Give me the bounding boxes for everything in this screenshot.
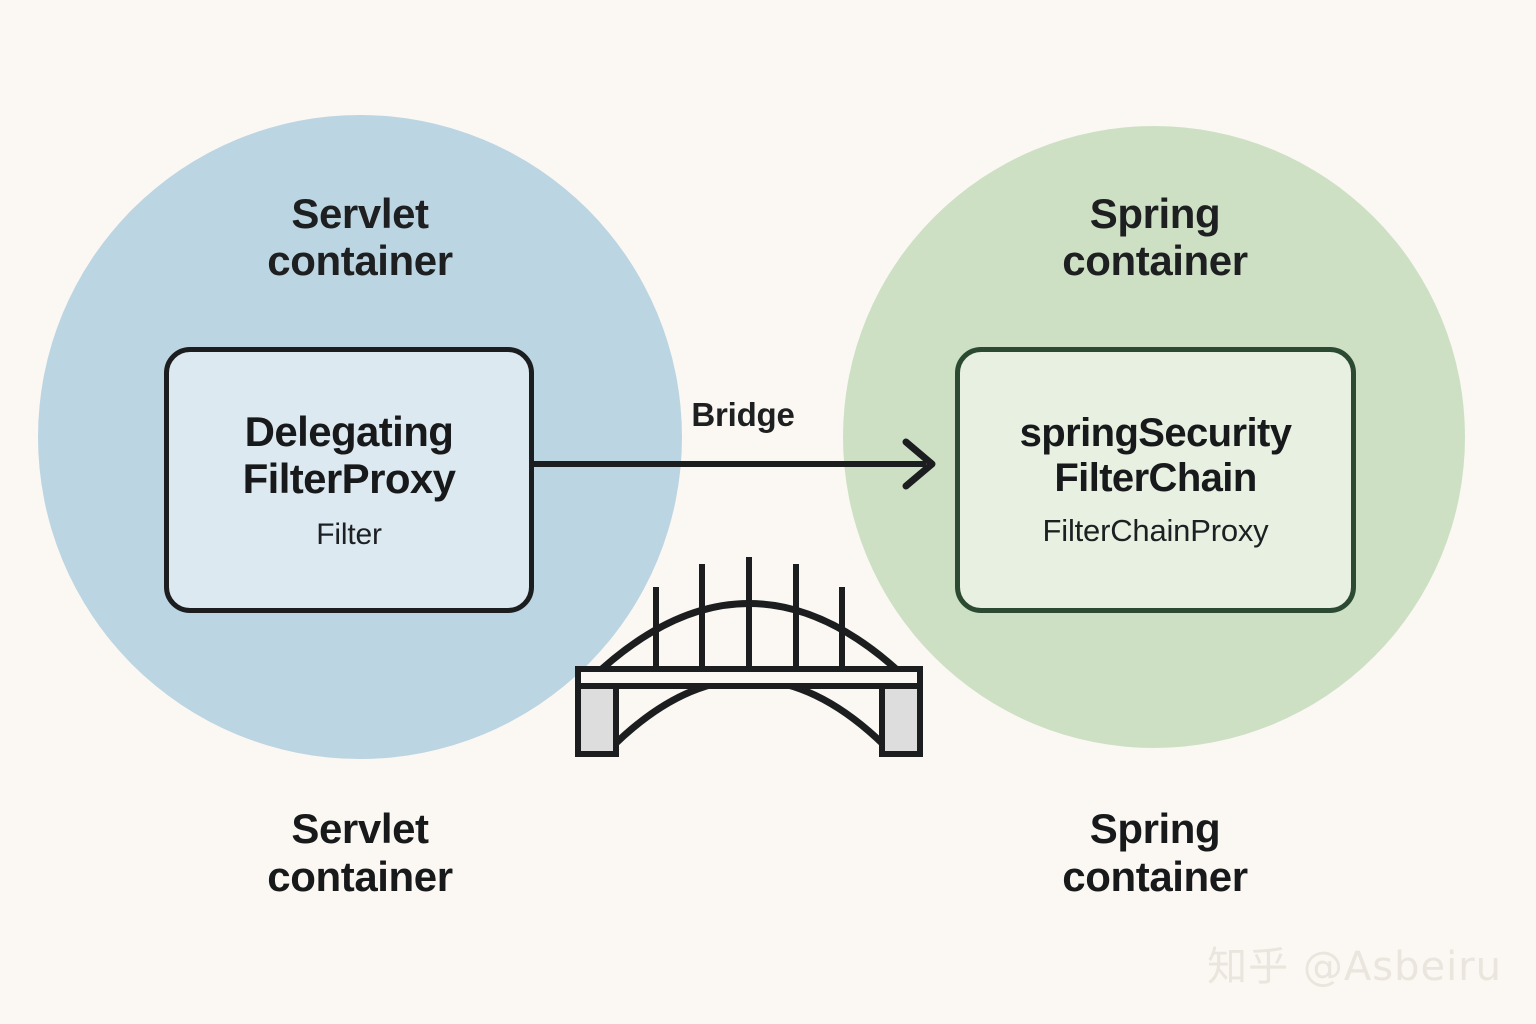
delegating-filter-proxy-subtitle: Filter bbox=[316, 518, 382, 552]
servlet-container-circle-title: Servlet container bbox=[140, 190, 580, 284]
spring-security-filter-chain-title-line2: FilterChain bbox=[1054, 456, 1257, 500]
spring-circle-title-line1: Spring bbox=[1089, 190, 1221, 237]
servlet-circle-title-line1: Servlet bbox=[291, 190, 429, 237]
servlet-bottom-caption-line2: container bbox=[267, 852, 453, 900]
spring-security-filter-chain-title-line1: springSecurity bbox=[1019, 410, 1292, 455]
delegating-filter-proxy-title-line2: FilterProxy bbox=[242, 455, 456, 502]
spring-security-filter-chain-box[interactable]: springSecurity FilterChain FilterChainPr… bbox=[955, 347, 1356, 613]
servlet-container-bottom-caption: Servlet container bbox=[150, 805, 570, 901]
spring-security-filter-chain-title: springSecurity FilterChain bbox=[1020, 411, 1292, 501]
spring-container-circle-title: Spring container bbox=[935, 190, 1375, 284]
spring-bottom-caption-line2: container bbox=[1062, 852, 1248, 900]
spring-bottom-caption-line1: Spring bbox=[1089, 805, 1221, 852]
bridge-arrow bbox=[534, 438, 936, 490]
arch-bridge-icon bbox=[575, 557, 923, 757]
spring-container-bottom-caption: Spring container bbox=[945, 805, 1365, 901]
delegating-filter-proxy-box[interactable]: Delegating FilterProxy Filter bbox=[164, 347, 534, 613]
servlet-bottom-caption-line1: Servlet bbox=[291, 805, 429, 852]
spring-security-filter-chain-subtitle: FilterChainProxy bbox=[1042, 513, 1269, 549]
watermark: 知乎 @Asbeiru bbox=[1207, 944, 1502, 990]
delegating-filter-proxy-title-line1: Delegating bbox=[244, 407, 454, 455]
spring-circle-title-line2: container bbox=[1062, 237, 1248, 285]
servlet-circle-title-line2: container bbox=[267, 237, 453, 285]
bridge-label: Bridge bbox=[691, 396, 795, 433]
delegating-filter-proxy-title: Delegating FilterProxy bbox=[243, 408, 456, 503]
